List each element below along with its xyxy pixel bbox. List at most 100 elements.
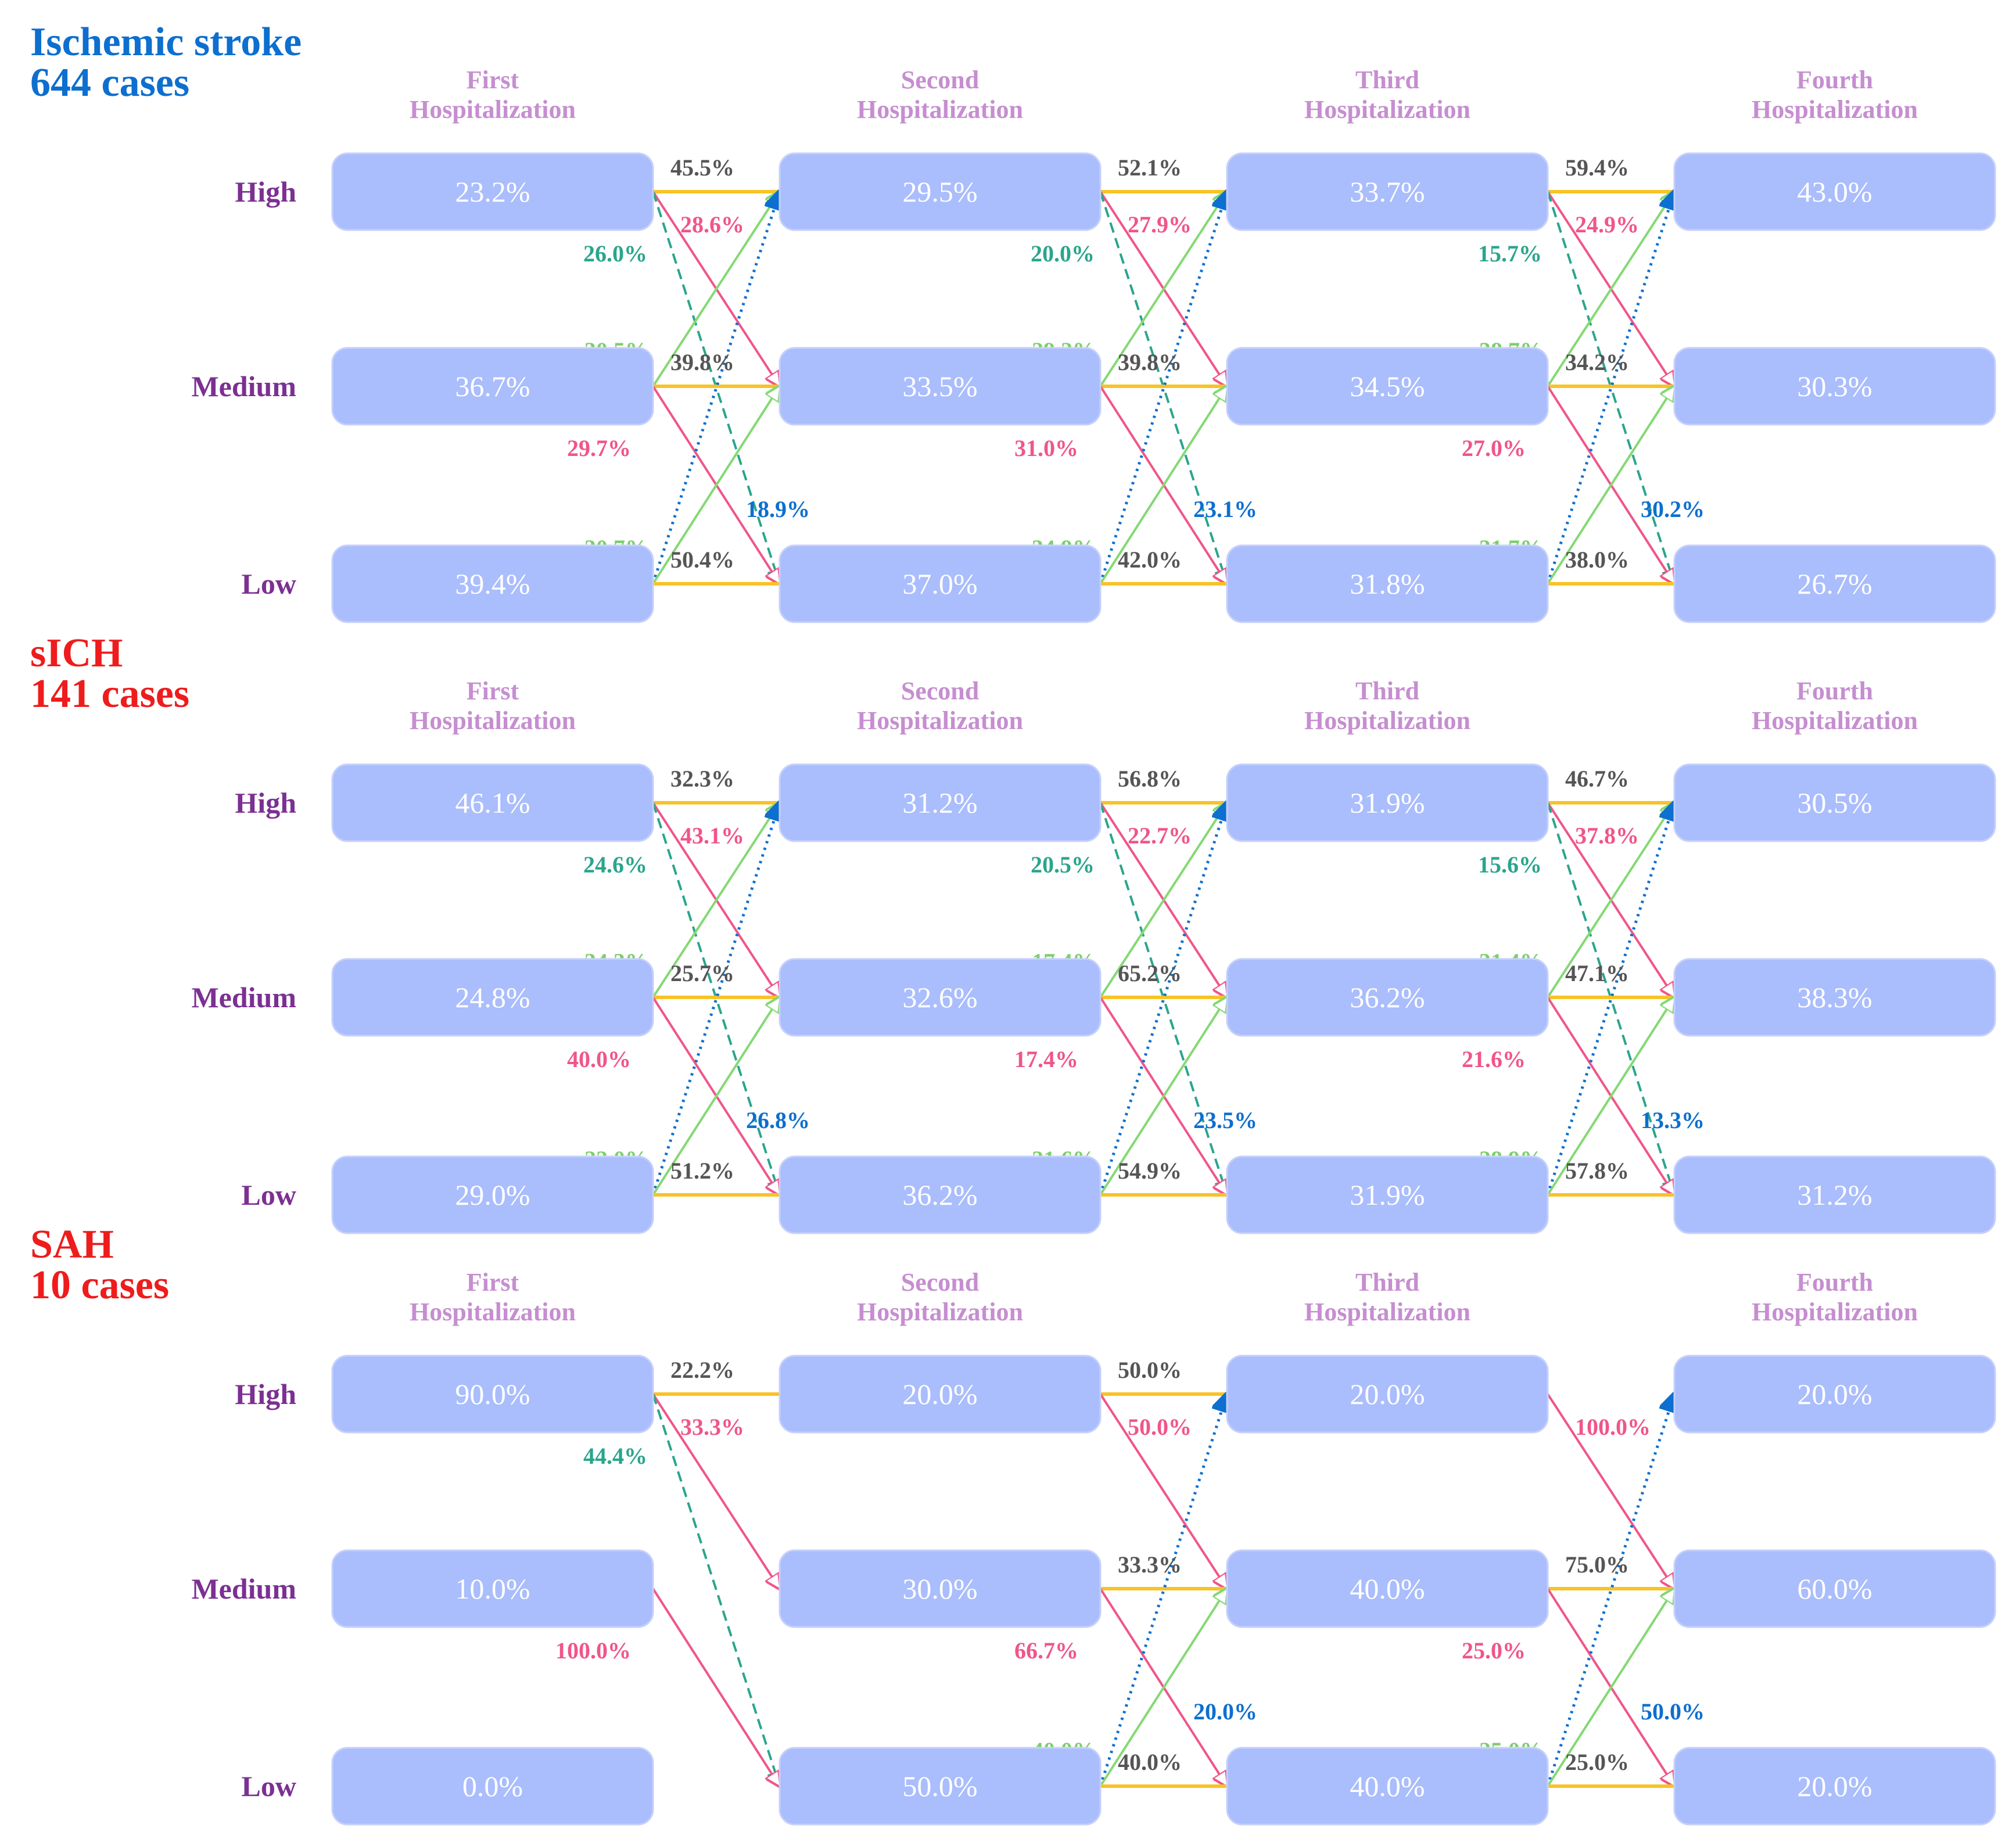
panel-title-line: sICH <box>30 631 123 676</box>
state-box-value: 0.0% <box>462 1770 523 1802</box>
column-header: Hospitalization <box>1752 706 1918 735</box>
state-box-high: 20.0% <box>1226 1355 1549 1434</box>
transition-arrow-up-one <box>652 803 780 999</box>
transition-label-stay: 59.4% <box>1565 155 1629 181</box>
transition-arrow-down-two <box>1547 802 1674 1195</box>
transition-label-stay: 50.0% <box>1118 1357 1182 1383</box>
transition-label-stay: 25.7% <box>670 960 734 986</box>
state-box-high: 90.0% <box>331 1355 654 1434</box>
state-box-value: 37.0% <box>902 568 977 600</box>
state-box-medium: 33.5% <box>779 347 1102 426</box>
column-header: Hospitalization <box>410 95 576 124</box>
state-box-value: 34.5% <box>1350 370 1425 403</box>
column-header: Hospitalization <box>1304 95 1470 124</box>
state-box-value: 31.2% <box>1797 1179 1872 1211</box>
transition-label-stay: 51.2% <box>670 1158 734 1184</box>
state-box-value: 43.0% <box>1797 175 1872 208</box>
transition-label-stay: 65.2% <box>1118 960 1182 986</box>
transition-label-stay: 54.9% <box>1118 1158 1182 1184</box>
state-box-rect <box>331 958 654 1037</box>
transition-label-up-two: 30.2% <box>1641 496 1705 522</box>
row-label-medium: Medium <box>191 981 296 1014</box>
state-box-rect <box>779 1355 1102 1434</box>
transition-label-down-one: 40.0% <box>567 1046 631 1072</box>
state-box-rect <box>1673 347 1996 426</box>
transition-label-stay: 33.3% <box>1118 1551 1182 1578</box>
state-box-medium: 36.7% <box>331 347 654 426</box>
state-box-value: 31.9% <box>1350 1179 1425 1211</box>
transition-label-up-two: 23.1% <box>1193 496 1257 522</box>
state-box-high: 46.1% <box>331 763 654 842</box>
transition-label-stay: 50.4% <box>670 547 734 573</box>
state-box-rect <box>331 544 654 623</box>
transition-label-stay: 57.8% <box>1565 1158 1629 1184</box>
state-box-value: 30.5% <box>1797 786 1872 819</box>
state-box-rect <box>331 347 654 426</box>
state-box-high: 31.2% <box>779 763 1102 842</box>
transition-label-stay: 34.2% <box>1565 349 1629 375</box>
transition-arrow-up-two <box>1546 192 1674 584</box>
state-box-value: 36.7% <box>455 370 530 403</box>
transition-label-down-one: 29.7% <box>567 435 631 461</box>
state-box-value: 39.4% <box>455 568 530 600</box>
state-box-value: 31.2% <box>902 786 977 819</box>
state-box-rect <box>779 958 1102 1037</box>
transition-label-stay: 25.0% <box>1565 1749 1629 1775</box>
transition-label-down-one: 100.0% <box>1575 1414 1651 1440</box>
column-header: Hospitalization <box>857 706 1023 735</box>
column-header: Third <box>1355 677 1419 705</box>
state-box-medium: 60.0% <box>1673 1549 1996 1628</box>
transition-arrow-up-one <box>1547 803 1674 999</box>
transition-label-down-two: 24.6% <box>583 852 647 878</box>
state-box-low: 40.0% <box>1226 1747 1549 1826</box>
transition-label-stay: 39.8% <box>670 349 734 375</box>
column-header: Hospitalization <box>1304 1298 1470 1326</box>
panel-title-line: SAH <box>30 1222 114 1267</box>
transition-label-down-one: 22.7% <box>1128 823 1192 849</box>
state-box-high: 29.5% <box>779 152 1102 231</box>
state-box-value: 31.9% <box>1350 786 1425 819</box>
state-box-rect <box>1673 958 1996 1037</box>
state-box-medium: 38.3% <box>1673 958 1996 1037</box>
state-box-value: 33.7% <box>1350 175 1425 208</box>
transition-arrow-up-two <box>1099 1394 1227 1787</box>
state-box-rect <box>331 1747 654 1826</box>
state-box-high: 20.0% <box>1673 1355 1996 1434</box>
transition-arrow-up-two <box>1099 803 1227 1195</box>
transition-label-down-one: 66.7% <box>1014 1637 1078 1664</box>
state-box-rect <box>779 347 1102 426</box>
state-box-low: 37.0% <box>779 544 1102 623</box>
column-header: First <box>467 66 519 94</box>
column-header: First <box>467 1268 519 1296</box>
transition-label-down-one: 21.6% <box>1462 1046 1526 1072</box>
transition-label-down-one: 17.4% <box>1014 1046 1078 1072</box>
state-box-low: 0.0% <box>331 1747 654 1826</box>
state-box-rect <box>1673 544 1996 623</box>
state-box-rect <box>1673 1549 1996 1628</box>
state-box-value: 23.2% <box>455 175 530 208</box>
state-box-rect <box>779 1155 1102 1234</box>
transition-arrow-down-two <box>652 1394 780 1786</box>
state-box-rect <box>1673 152 1996 231</box>
transition-label-down-one: 33.3% <box>680 1414 744 1440</box>
transition-arrow-down-one <box>652 1393 780 1589</box>
transition-label-stay: 22.2% <box>670 1357 734 1383</box>
transition-arrow-down-one <box>1547 1393 1674 1589</box>
transition-label-down-one: 24.9% <box>1575 211 1639 238</box>
state-box-value: 50.0% <box>902 1770 977 1802</box>
state-box-medium: 30.3% <box>1673 347 1996 426</box>
state-box-rect <box>779 1747 1102 1826</box>
state-box-rect <box>1226 152 1549 231</box>
state-box-rect <box>1673 1355 1996 1434</box>
transition-arrow-up-one <box>652 997 780 1196</box>
state-box-value: 31.8% <box>1350 568 1425 600</box>
transition-label-down-two: 26.0% <box>583 240 647 267</box>
state-box-value: 24.8% <box>455 981 530 1014</box>
column-header: Hospitalization <box>410 706 576 735</box>
state-box-low: 31.9% <box>1226 1155 1549 1234</box>
column-header: Hospitalization <box>1752 1298 1918 1326</box>
state-box-value: 26.7% <box>1797 568 1872 600</box>
row-label-high: High <box>235 1378 296 1410</box>
transition-label-down-one: 31.0% <box>1014 435 1078 461</box>
